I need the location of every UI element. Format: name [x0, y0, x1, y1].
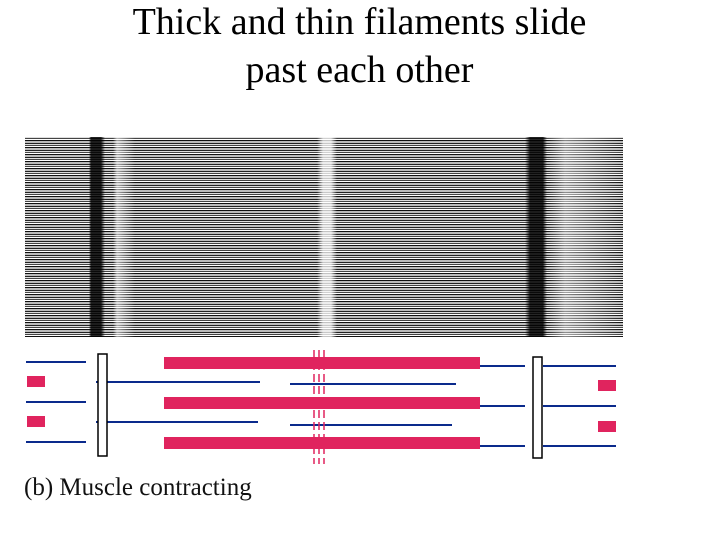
- z-disc-right: [532, 356, 543, 459]
- thin-filaments: [26, 361, 525, 447]
- sarcomere-diagram: [26, 350, 616, 464]
- figure-caption: (b) Muscle contracting: [24, 474, 252, 501]
- thick-filaments: [27, 357, 616, 449]
- slide-title-line-2: past each other: [245, 49, 474, 91]
- slide-title-line-1: Thick and thin filaments slide: [132, 1, 587, 43]
- thin-filaments-outer: [543, 365, 616, 447]
- m-line: [313, 350, 325, 464]
- z-disc-left: [97, 353, 108, 457]
- electron-micrograph: [25, 137, 623, 337]
